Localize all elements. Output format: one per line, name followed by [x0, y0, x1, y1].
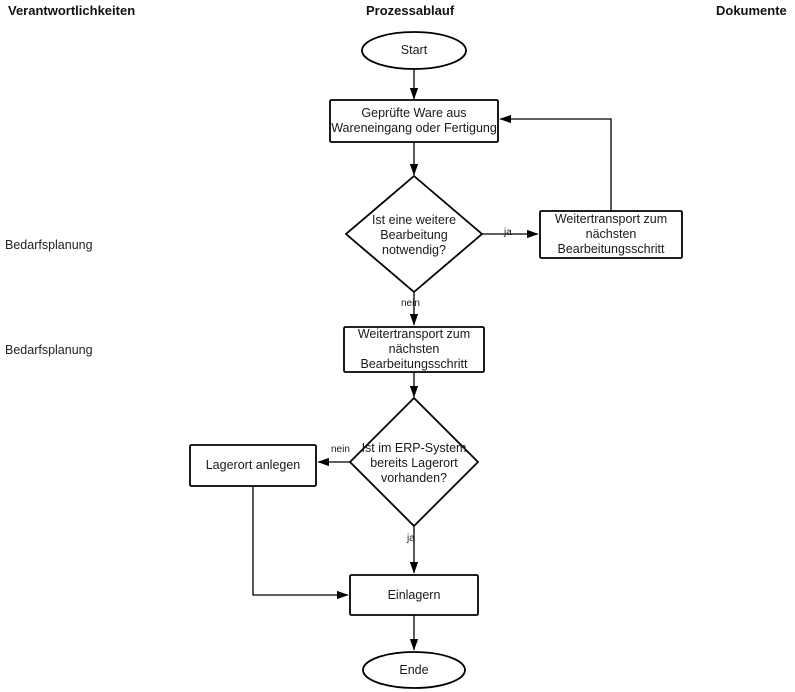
- node-decision-erp-location[interactable]: [348, 396, 480, 528]
- node-end[interactable]: [362, 651, 466, 689]
- edge-transport-right-loopback: [499, 114, 612, 211]
- column-header-documents: Dokumente: [716, 3, 787, 18]
- responsibility-label-1: Bedarfsplanung: [5, 238, 93, 252]
- responsibility-label-2: Bedarfsplanung: [5, 343, 93, 357]
- node-transport-right[interactable]: [539, 210, 683, 259]
- edge-label-further-processing-yes: ja: [504, 227, 512, 238]
- node-incoming-goods[interactable]: [329, 99, 499, 143]
- edge-label-further-processing-no: nein: [401, 298, 420, 309]
- node-transport-main[interactable]: [343, 326, 485, 373]
- node-create-location[interactable]: [189, 444, 317, 487]
- column-header-process: Prozessablauf: [366, 3, 455, 18]
- node-store[interactable]: [349, 574, 479, 616]
- column-header-responsibilities: Verantwortlichkeiten: [8, 3, 136, 18]
- edge-label-erp-location-no: nein: [331, 444, 350, 455]
- edge-label-erp-location-yes: ja: [407, 533, 415, 544]
- connector-group: [252, 69, 612, 651]
- node-decision-further-processing[interactable]: [344, 174, 484, 294]
- edge-create-location-to-store: [252, 486, 349, 600]
- node-start[interactable]: [361, 31, 467, 70]
